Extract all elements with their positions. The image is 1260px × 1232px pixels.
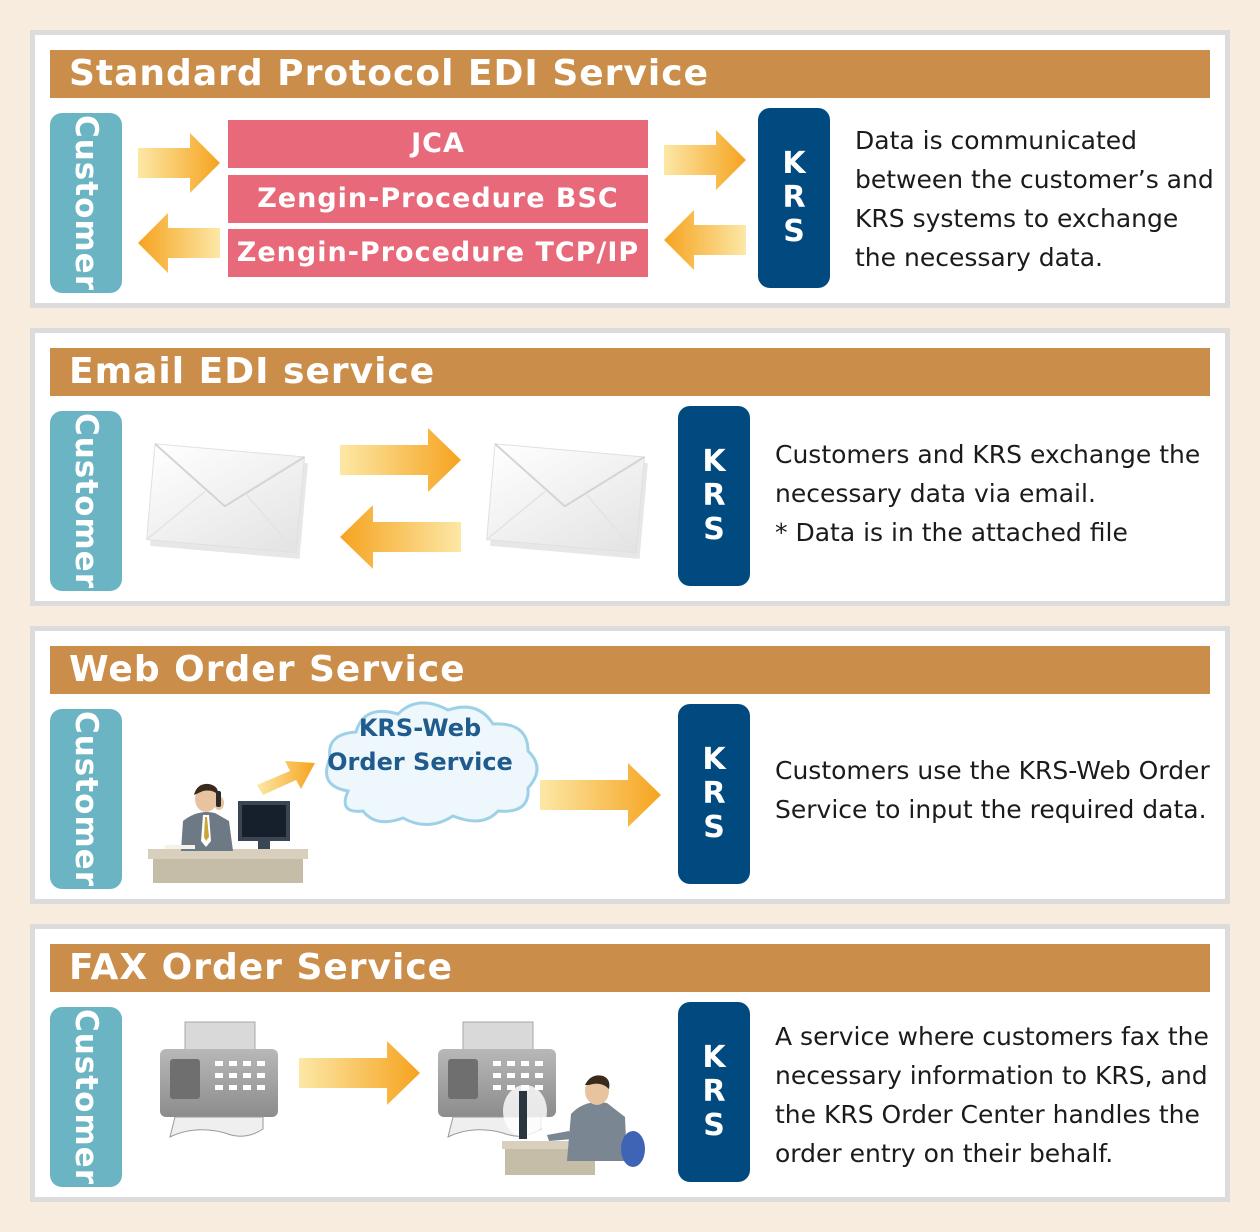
description-line: Customers and KRS exchange the bbox=[775, 440, 1201, 469]
customer-label: Customer bbox=[68, 412, 104, 590]
krs-letter: K bbox=[702, 444, 726, 479]
customer-box: Customer bbox=[50, 411, 122, 591]
office-worker-icon bbox=[502, 1075, 645, 1175]
arrow-icon bbox=[340, 505, 461, 569]
envelope-icon bbox=[146, 443, 308, 559]
customer-box: Customer bbox=[50, 1007, 122, 1187]
description-line: KRS systems to exchange bbox=[855, 204, 1179, 233]
krs-letter: S bbox=[703, 810, 725, 845]
description-line: between the customer’s and bbox=[855, 165, 1214, 194]
description-line: Service to input the required data. bbox=[775, 795, 1207, 824]
krs-letter: K bbox=[782, 146, 806, 181]
section-title: FAX Order Service bbox=[50, 944, 1210, 992]
arrow-icon bbox=[138, 133, 220, 193]
krs-letter: S bbox=[703, 1108, 725, 1143]
description-line: * Data is in the attached file bbox=[775, 518, 1128, 547]
customer-box: Customer bbox=[50, 709, 122, 889]
protocol-zengin-bsc: Zengin-Procedure BSC bbox=[228, 175, 648, 223]
description-line: A service where customers fax the bbox=[775, 1022, 1209, 1051]
protocol-zengin-tcpip: Zengin-Procedure TCP/IP bbox=[228, 229, 648, 277]
description-line: Data is communicated bbox=[855, 126, 1138, 155]
office-worker-icon bbox=[148, 783, 308, 883]
krs-letter: S bbox=[783, 214, 805, 249]
krs-letter: K bbox=[702, 742, 726, 777]
customer-label: Customer bbox=[68, 114, 104, 292]
customer-label: Customer bbox=[68, 710, 104, 888]
section-description: A service where customers fax the necess… bbox=[775, 1017, 1209, 1173]
section-fax-order: FAX Order Service Customer bbox=[30, 924, 1230, 1202]
arrow-icon bbox=[664, 130, 746, 190]
krs-letter: R bbox=[702, 478, 726, 513]
section-title: Standard Protocol EDI Service bbox=[50, 50, 1210, 98]
krs-letter: R bbox=[702, 776, 726, 811]
description-line: the KRS Order Center handles the bbox=[775, 1100, 1200, 1129]
krs-letter: R bbox=[702, 1074, 726, 1109]
cloud-label: KRS-Web Order Service bbox=[310, 711, 530, 779]
arrow-icon bbox=[540, 763, 661, 827]
krs-letter: S bbox=[703, 512, 725, 547]
description-line: the necessary data. bbox=[855, 243, 1103, 272]
krs-letter: R bbox=[782, 180, 806, 215]
section-title: Email EDI service bbox=[50, 348, 1210, 396]
section-description: Data is communicated between the custome… bbox=[855, 121, 1214, 277]
krs-box: K R S bbox=[678, 406, 750, 586]
section-web-order: Web Order Service Customer KRS-Web Order… bbox=[30, 626, 1230, 904]
section-email-edi: Email EDI service Customer K R S Cus bbox=[30, 328, 1230, 606]
arrow-icon bbox=[138, 213, 220, 273]
krs-box: K R S bbox=[758, 108, 830, 288]
protocol-jca: JCA bbox=[228, 120, 648, 168]
cloud-label-line: Order Service bbox=[327, 748, 513, 776]
krs-box: K R S bbox=[678, 1002, 750, 1182]
section-title: Web Order Service bbox=[50, 646, 1210, 694]
envelope-icon bbox=[486, 443, 648, 559]
section-description: Customers use the KRS-Web Order Service … bbox=[775, 751, 1210, 829]
section-description: Customers and KRS exchange the necessary… bbox=[775, 435, 1200, 552]
krs-letter: K bbox=[702, 1040, 726, 1075]
customer-box: Customer bbox=[50, 113, 122, 293]
description-line: necessary information to KRS, and bbox=[775, 1061, 1208, 1090]
customer-label: Customer bbox=[68, 1008, 104, 1186]
fax-machine-icon bbox=[160, 1021, 278, 1138]
cloud-label-line: KRS-Web bbox=[358, 714, 482, 742]
cloud-icon bbox=[325, 701, 539, 826]
arrow-icon bbox=[340, 428, 461, 492]
arrow-icon bbox=[257, 761, 315, 795]
description-line: order entry on their behalf. bbox=[775, 1139, 1114, 1168]
arrow-icon bbox=[299, 1041, 420, 1105]
section-standard-protocol-edi: Standard Protocol EDI Service Customer J… bbox=[30, 30, 1230, 308]
description-line: necessary data via email. bbox=[775, 479, 1096, 508]
description-line: Customers use the KRS-Web Order bbox=[775, 756, 1210, 785]
krs-box: K R S bbox=[678, 704, 750, 884]
arrow-icon bbox=[664, 210, 746, 270]
